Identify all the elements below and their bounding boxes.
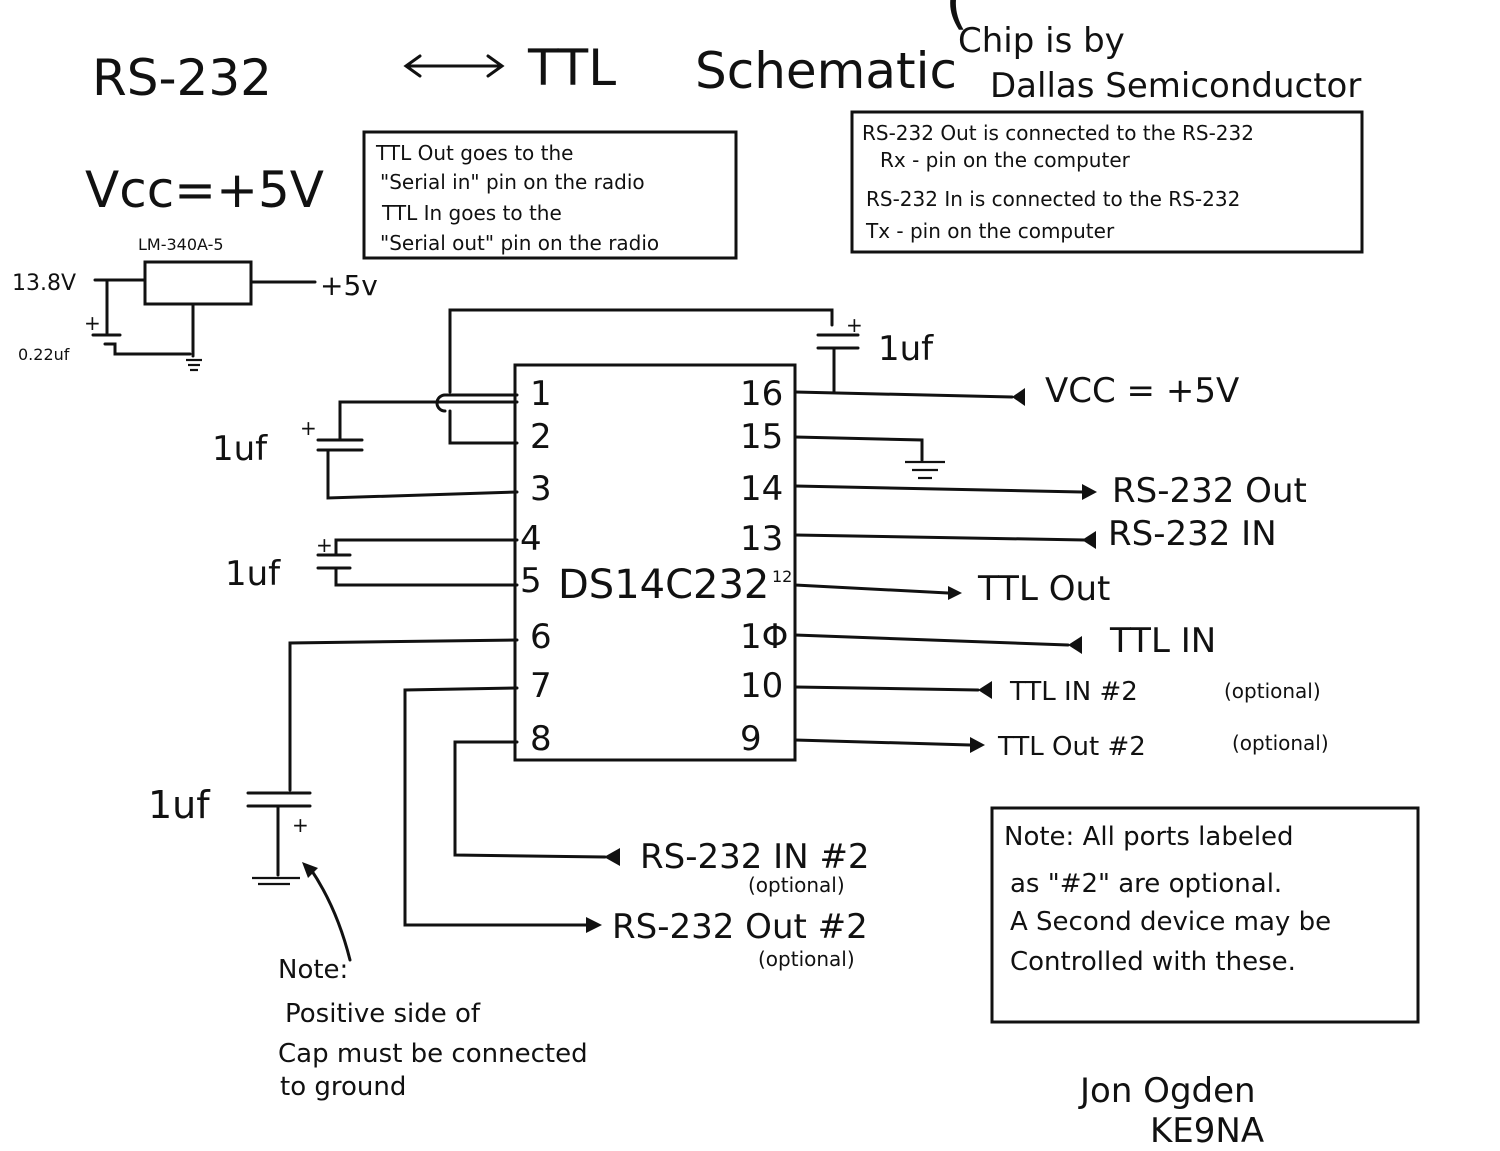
pin-number-right: 13 <box>740 519 783 559</box>
arrow-out-icon <box>586 917 602 933</box>
ports-note-box <box>990 806 1420 1024</box>
pin-number-left: 7 <box>530 666 552 706</box>
signal-vcc: VCC = +5V <box>1045 371 1239 411</box>
arrow-in-icon <box>1082 531 1096 549</box>
ttl-note-line: "Serial in" pin on the radio <box>380 170 645 194</box>
title-schematic: Schematic <box>695 42 957 100</box>
input-voltage: 13.8V <box>12 271 76 296</box>
pin-number-left: 2 <box>530 417 552 457</box>
ttl-note-line: TTL In goes to the <box>381 201 562 225</box>
ttl-note-line: "Serial out" pin on the radio <box>380 231 659 255</box>
signal-rs232-in-2: RS-232 IN #2 <box>640 837 870 877</box>
cap-note-line: Positive side of <box>285 999 481 1029</box>
arrow-in-icon <box>604 848 620 866</box>
cap-label-c2: 1uf <box>225 554 281 594</box>
chip-note-line2: Dallas Semiconductor <box>990 66 1361 106</box>
pin-number-right: 1Φ <box>740 617 788 657</box>
ports-note-line: Controlled with these. <box>1010 947 1296 977</box>
pointer-arrow-icon <box>302 862 352 962</box>
cap-plus-sign: + <box>846 313 863 337</box>
rs-note-box <box>850 110 1364 254</box>
signal-rs232-out-2: RS-232 Out #2 <box>612 907 868 947</box>
arrow-out-icon <box>970 737 985 753</box>
ground-icon <box>905 460 945 480</box>
arrow-in-icon <box>1012 388 1025 406</box>
vcc-label: Vcc=+5V <box>85 161 324 219</box>
bidirectional-arrow-icon <box>403 54 505 78</box>
pin-number-left: 6 <box>530 617 552 657</box>
rs-note-line: RS-232 Out is connected to the RS-232 <box>862 121 1254 145</box>
pin-number-right: 12 <box>772 567 792 586</box>
ttl-note-box <box>362 130 738 260</box>
pin-number-right: 9 <box>740 719 762 759</box>
optional-label: (optional) <box>1224 679 1321 703</box>
arrow-out-icon <box>1082 484 1097 500</box>
rs-note-line: Rx - pin on the computer <box>880 148 1131 172</box>
pin-number-left: 3 <box>530 469 552 509</box>
regulator-name: LM-340A-5 <box>138 235 224 254</box>
paren-open: ( <box>945 0 968 37</box>
arrow-out-icon <box>948 586 962 600</box>
rs-note-line: RS-232 In is connected to the RS-232 <box>866 187 1240 211</box>
pin-number-left: 4 <box>520 519 542 559</box>
signal-rs232-in: RS-232 IN <box>1108 514 1277 554</box>
ports-note-line: Note: All ports labeled <box>1004 822 1294 852</box>
pin-number-right: 14 <box>740 469 783 509</box>
arrow-in-icon <box>1068 636 1082 654</box>
pin-number-left: 8 <box>530 719 552 759</box>
cap-label-c1: 1uf <box>212 429 268 469</box>
ds14c232-chip <box>513 363 797 762</box>
signal-ttl-in-2: TTL IN #2 <box>1009 677 1138 707</box>
cap-note-line: Note: <box>278 955 348 985</box>
pin-number-left: 1 <box>530 374 552 414</box>
title-rs232: RS-232 <box>92 49 272 107</box>
signal-ttl-in: TTL IN <box>1109 621 1216 661</box>
optional-label: (optional) <box>748 873 845 897</box>
title-ttl: TTL <box>527 39 616 97</box>
cap-note-line: to ground <box>280 1072 406 1102</box>
cap-label-c5: 1uf <box>878 329 934 369</box>
ports-note-line: A Second device may be <box>1010 907 1331 937</box>
optional-label: (optional) <box>758 947 855 971</box>
rs-note-line: Tx - pin on the computer <box>865 219 1115 243</box>
chip-name: DS14C232 <box>558 562 769 608</box>
author-callsign: KE9NA <box>1150 1111 1264 1151</box>
optional-label: (optional) <box>1232 731 1329 755</box>
arrow-in-icon <box>978 681 992 699</box>
cap-plus-sign: + <box>84 311 101 335</box>
cap-note-line: Cap must be connected <box>278 1039 588 1069</box>
ttl-note-line: TTL Out goes to the <box>375 141 573 165</box>
cap-plus-sign: + <box>300 416 317 440</box>
cap-plus-sign: + <box>292 813 309 837</box>
author-name: Jon Ogden <box>1078 1071 1256 1111</box>
ports-note-line: as "#2" are optional. <box>1010 869 1282 899</box>
regulator-output: +5v <box>320 269 378 302</box>
ground-icon <box>252 876 300 886</box>
regulator-cap-label: 0.22uf <box>18 345 70 364</box>
cap-plus-sign: + <box>316 533 333 557</box>
signal-rs232-out: RS-232 Out <box>1112 471 1307 511</box>
signal-ttl-out: TTL Out <box>977 569 1110 609</box>
cap-label-c3: 1uf <box>148 783 211 827</box>
chip-note-line1: Chip is by <box>958 21 1125 61</box>
pin-number-right: 16 <box>740 374 783 414</box>
ground-icon <box>186 358 202 372</box>
regulator-block <box>143 260 253 306</box>
pin-number-right: 10 <box>740 666 783 706</box>
pin-number-left: 5 <box>520 561 542 601</box>
pin-number-right: 15 <box>740 417 783 457</box>
signal-ttl-out-2: TTL Out #2 <box>997 732 1146 762</box>
